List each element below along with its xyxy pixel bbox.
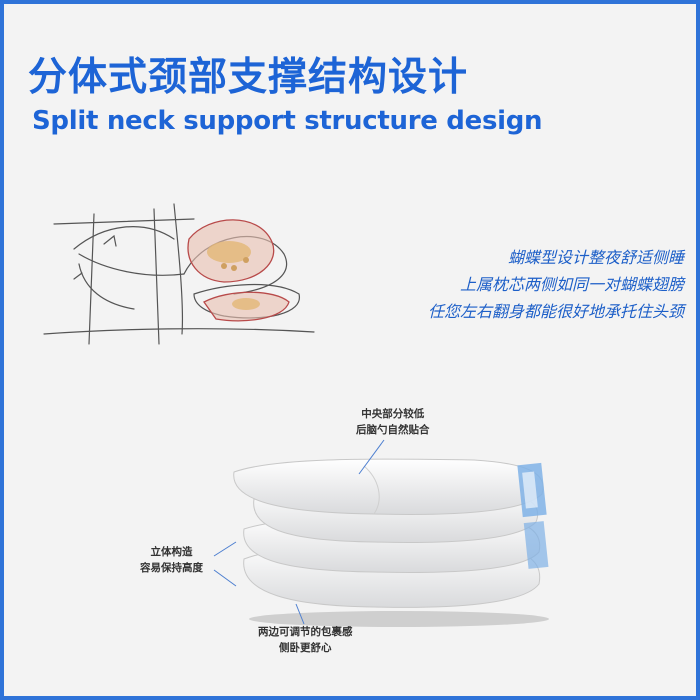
callout-side: 立体构造 容易保持高度 [140, 544, 203, 576]
verse-line-1: 蝴蝶型设计整夜舒适侧睡 [507, 248, 684, 267]
callout-side-line-1: 立体构造 [150, 546, 193, 558]
callout-center: 中央部分较低 后脑勺自然贴合 [356, 406, 430, 438]
page-title: 分体式颈部支撑结构设计 [28, 55, 469, 100]
verse-line-3: 任您左右翻身都能很好地承托住头颈 [427, 302, 684, 321]
pillow-stack-image [233, 458, 549, 627]
callout-edge: 两边可调节的包裹感 侧卧更舒心 [258, 624, 353, 656]
pillow-sketch-illustration [43, 203, 315, 345]
feature-verse: 蝴蝶型设计整夜舒适侧睡 上属枕芯两侧如同一对蝴蝶翅膀 任您左右翻身都能很好地承托… [344, 244, 684, 325]
callout-center-line-1: 中央部分较低 [361, 408, 425, 420]
callout-center-line-2: 后脑勺自然贴合 [356, 424, 430, 436]
page-subtitle: Split neck support structure design [32, 106, 543, 136]
callout-edge-line-2: 侧卧更舒心 [279, 642, 332, 654]
verse-line-2: 上属枕芯两侧如同一对蝴蝶翅膀 [459, 275, 684, 294]
callout-side-line-2: 容易保持高度 [140, 562, 203, 574]
callout-edge-line-1: 两边可调节的包裹感 [258, 626, 353, 638]
